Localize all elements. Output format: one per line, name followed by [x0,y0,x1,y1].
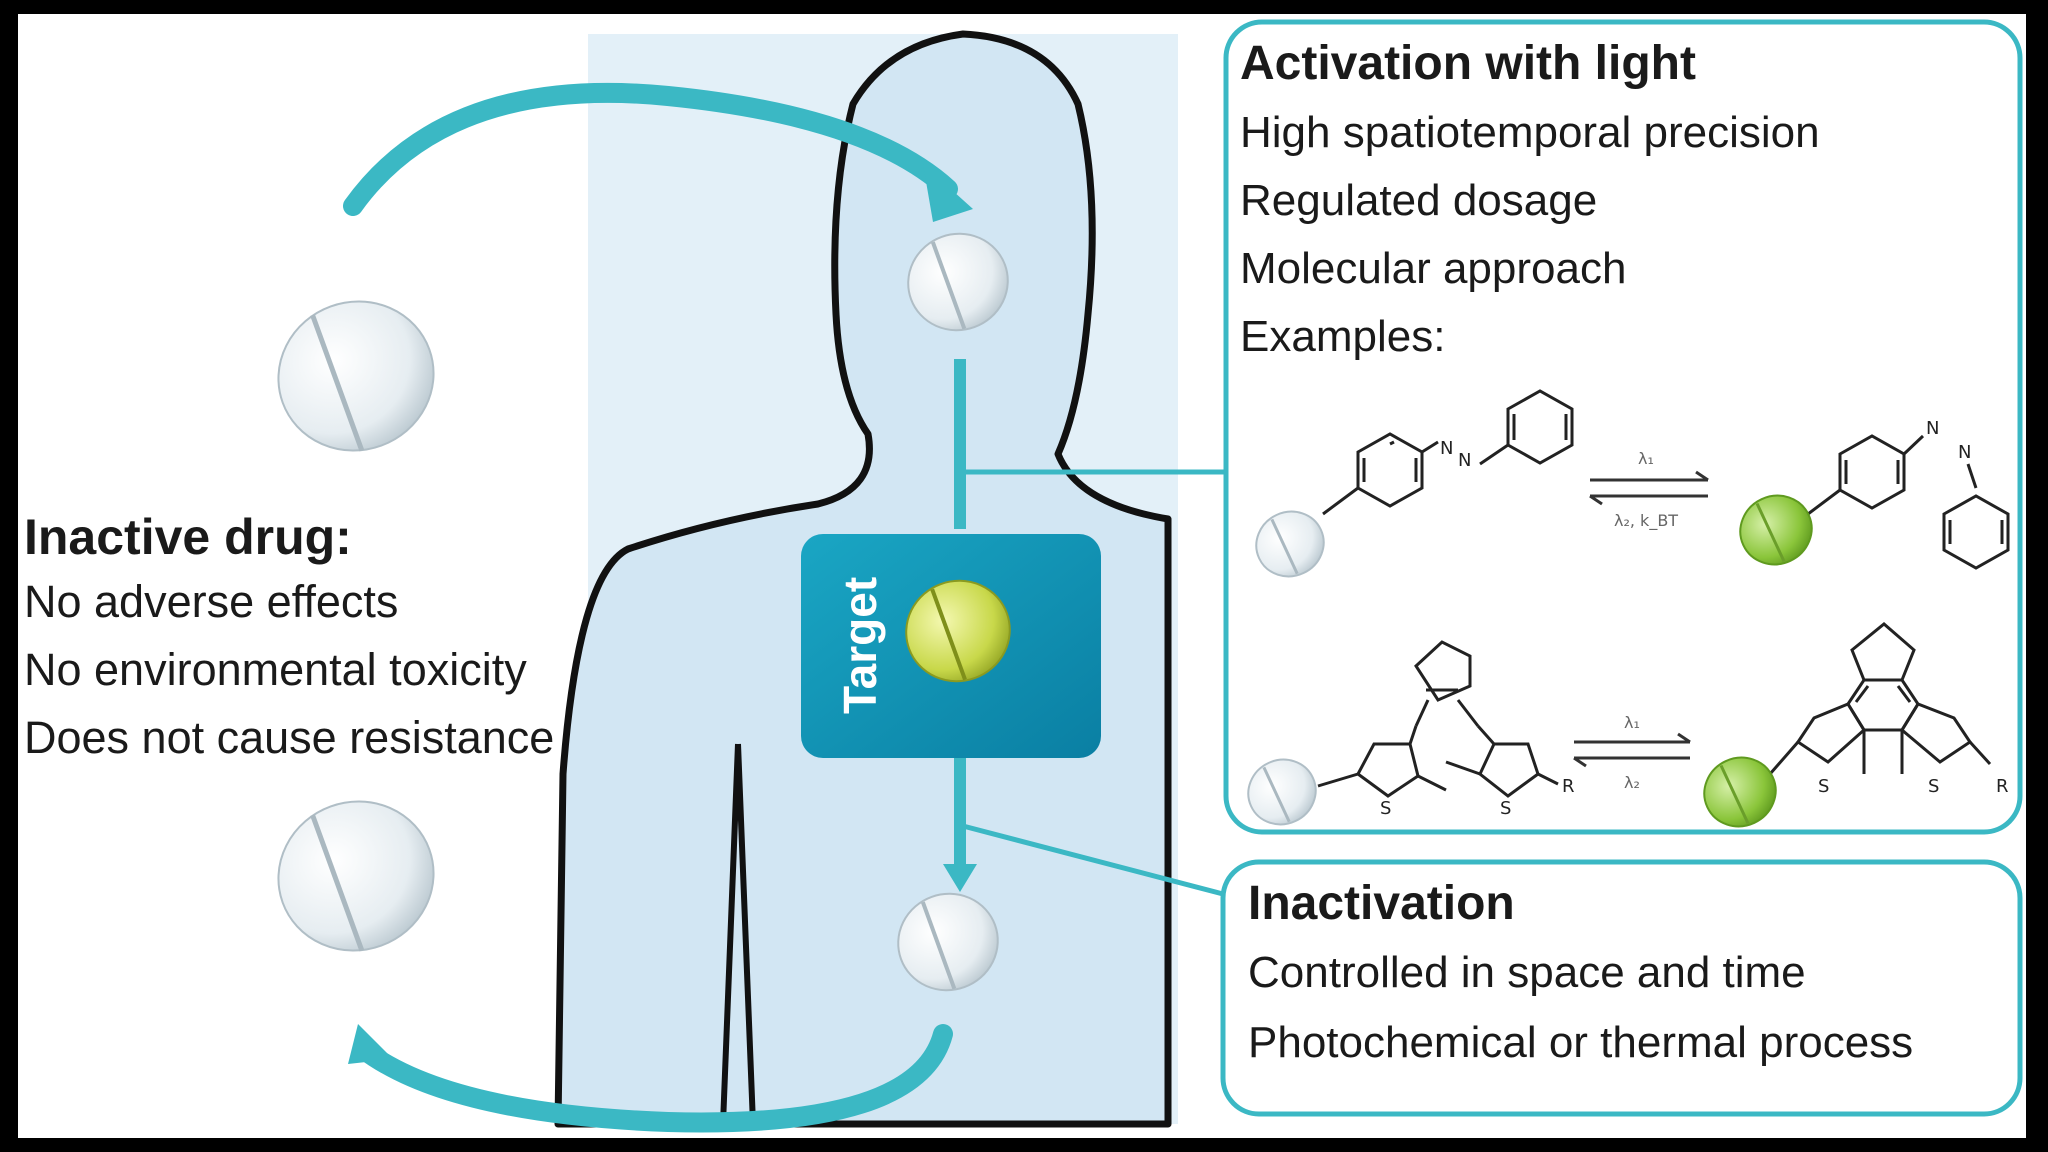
arrow-icon [348,1024,393,1064]
activation-line-4: Examples: [1240,312,1446,361]
pill-icon [277,300,435,452]
dithienylethene-reactant [1317,640,1559,798]
pill-icon [907,232,1009,332]
figure-frame: N N λ₁ λ₂, k_BT N N [18,14,2026,1138]
inactive-drug-title: Inactive drug: [24,509,352,565]
svg-text:N: N [1458,450,1471,471]
reaction1-backward: λ₂, k_BT [1614,511,1678,531]
arrow-icon [923,164,973,222]
inactivation-box [1220,859,2023,1117]
svg-text:R: R [1562,776,1575,797]
equilibrium-arrows-1 [1589,470,1709,506]
svg-text:N: N [1926,418,1939,439]
svg-text:S: S [1380,798,1391,819]
azobenzene-product [1807,434,2010,570]
inactivation-title: Inactivation [1248,877,1515,930]
pill-icon [897,892,999,992]
svg-text:R: R [1996,776,2009,797]
pill-icon [905,579,1011,683]
reaction1-forward: λ₁ [1638,449,1654,468]
top-curved-arrow [343,82,958,216]
inactive-drug-line-1: No adverse effects [24,576,399,627]
arm-line [720,743,756,1125]
inactive-drug-line-2: No environmental toxicity [24,644,527,695]
pill-icon [1703,756,1777,828]
bottom-curved-arrow [353,1024,953,1133]
azobenzene-reactant [1322,389,1574,516]
arrow-icon [943,864,977,892]
activation-line-1: High spatiotemporal precision [1240,108,1820,157]
pill-icon [277,800,435,952]
activation-line-2: Regulated dosage [1240,176,1598,225]
pill-icon [1255,510,1325,578]
svg-text:S: S [1928,776,1939,797]
reaction2-backward: λ₂ [1624,773,1640,792]
svg-text:S: S [1818,776,1829,797]
inactive-drug-line-3: Does not cause resistance [24,712,555,763]
pill-icon [1247,758,1317,826]
connector-inactivation [962,823,1224,897]
pill-icon [1739,494,1813,566]
dithienylethene-product [1768,622,1992,775]
svg-text:N: N [1958,442,1971,463]
inactivation-line-1: Controlled in space and time [1248,948,1806,997]
svg-text:N: N [1440,438,1453,459]
target-label: Target [834,576,886,714]
diagram-artwork: N N λ₁ λ₂, k_BT N N [277,19,2023,1133]
inactivation-line-2: Photochemical or thermal process [1248,1018,1914,1067]
activation-box [1223,19,2023,835]
reaction2-forward: λ₁ [1624,713,1640,732]
activation-line-3: Molecular approach [1240,244,1627,293]
svg-text:S: S [1500,798,1511,819]
activation-title: Activation with light [1240,37,1696,90]
equilibrium-arrows-2 [1573,732,1691,768]
